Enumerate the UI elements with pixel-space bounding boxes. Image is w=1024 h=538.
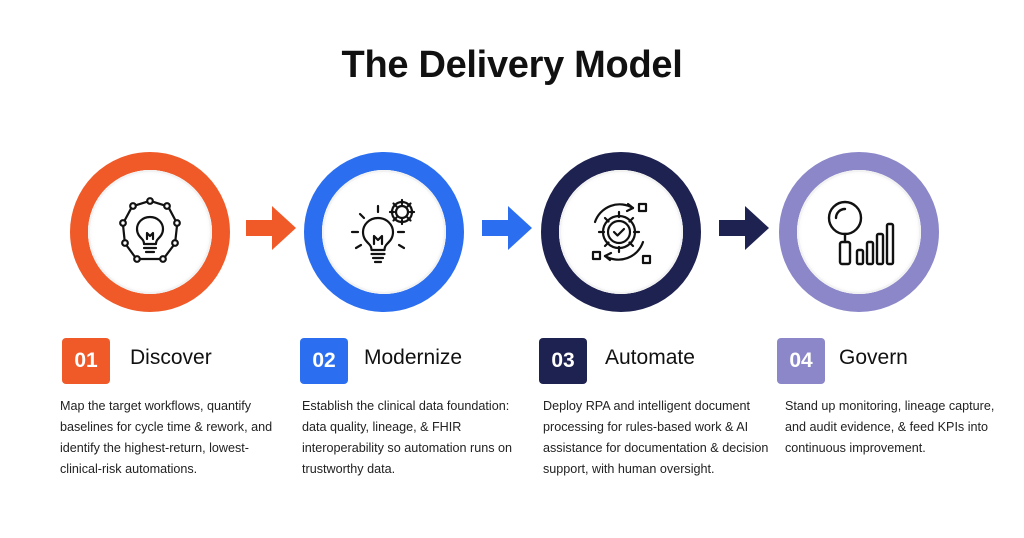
step-number-badge: 02 — [300, 338, 348, 384]
arrow-icon — [719, 206, 769, 250]
step-description: Establish the clinical data foundation: … — [302, 399, 513, 476]
step-description: Deploy RPA and intelligent document proc… — [543, 399, 769, 476]
step-govern: 04 Govern Stand up monitoring, lineage c… — [775, 0, 1015, 538]
step-ring — [70, 152, 230, 312]
step-discover: 01 Discover Map the target workflows, qu… — [60, 0, 302, 538]
page-title: The Delivery Model — [341, 44, 683, 86]
step-number-badge: 01 — [62, 338, 110, 384]
magnifier-bar-chart-icon — [827, 200, 895, 266]
step-title: Automate — [605, 346, 695, 369]
step-ring — [541, 152, 701, 312]
step-ring — [779, 152, 939, 312]
step-description: Stand up monitoring, lineage capture, an… — [785, 399, 995, 455]
step-title: Govern — [839, 346, 908, 369]
gear-check-cycle-icon — [591, 202, 652, 265]
step-title: Modernize — [364, 346, 463, 369]
arrow-icon — [246, 206, 296, 250]
step-ring — [304, 152, 464, 312]
arrow-icon — [482, 206, 532, 250]
step-description: Map the target workflows, quantify basel… — [60, 399, 273, 476]
step-automate: 03 Automate Deploy RPA and intelligent d… — [537, 0, 777, 538]
step-modernize: 02 Modernize Establish the clinical data… — [300, 0, 540, 538]
step-title: Discover — [130, 346, 212, 369]
step-number-badge: 03 — [539, 338, 587, 384]
lightbulb-network-icon — [119, 197, 181, 263]
lightbulb-gear-icon — [350, 198, 416, 264]
step-number-badge: 04 — [777, 338, 825, 384]
